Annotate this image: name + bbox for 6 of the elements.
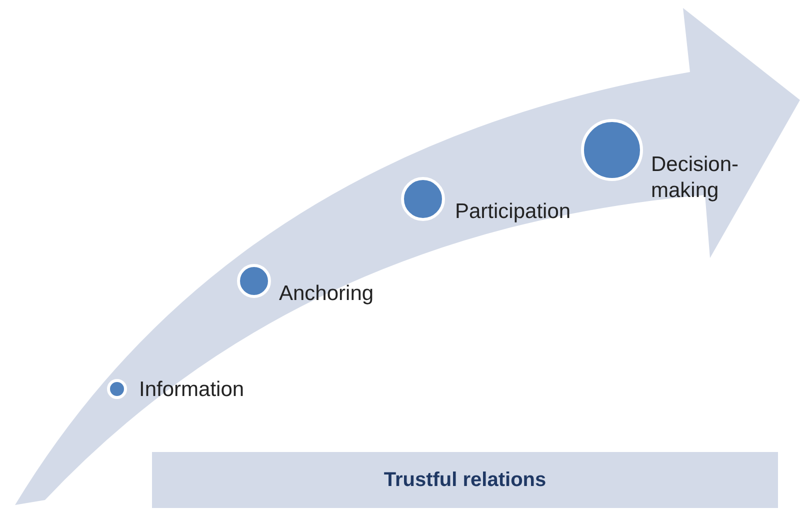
stage-label: Anchoring [279, 281, 374, 307]
label-band [152, 452, 778, 508]
stage-label: Information [139, 377, 244, 403]
stage-label: Decision-making [651, 152, 740, 204]
stage-label: Participation [455, 199, 571, 225]
band-title: Trustful relations [384, 468, 546, 492]
